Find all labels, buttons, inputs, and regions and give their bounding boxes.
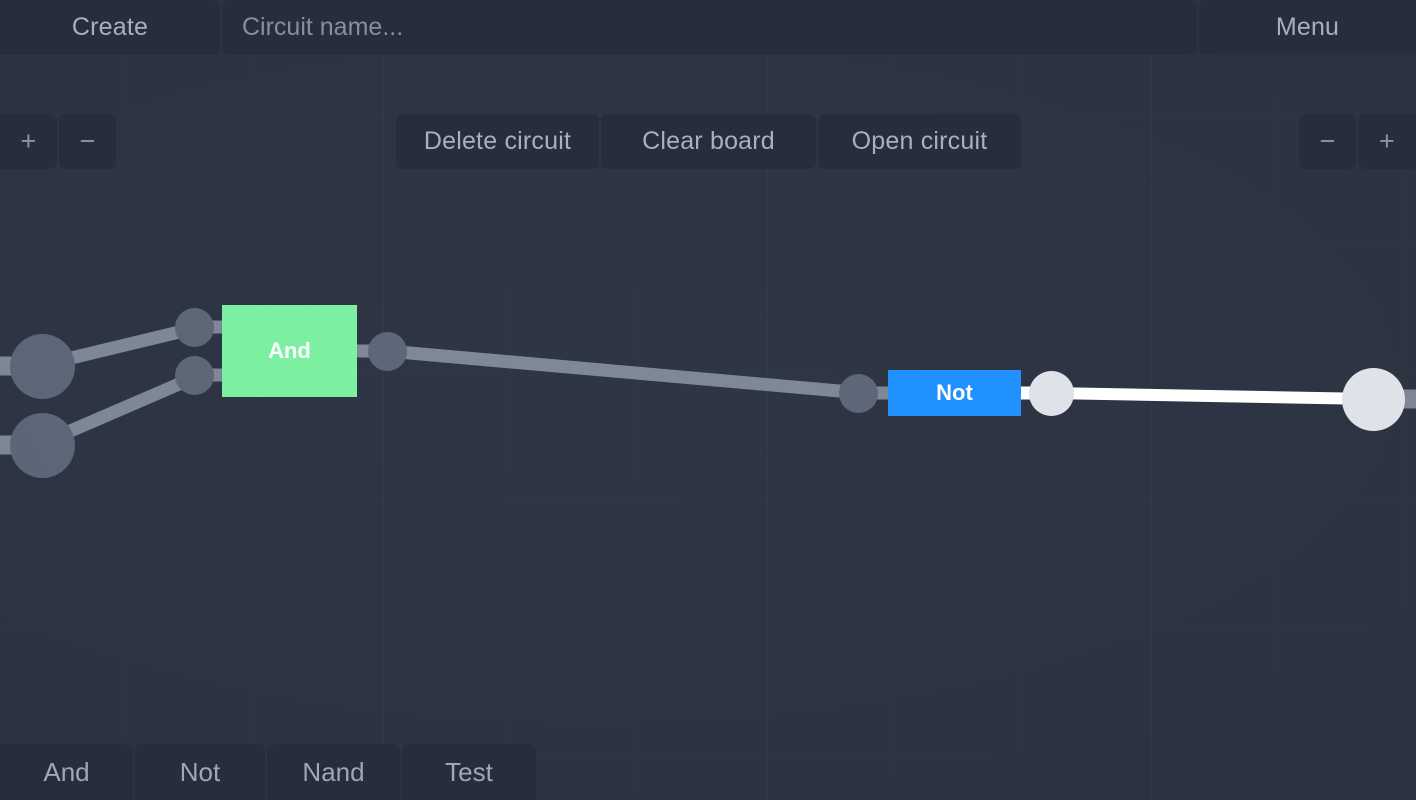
zoom-in-icon[interactable]: +: [0, 114, 57, 169]
delete-circuit-button[interactable]: Delete circuit: [396, 114, 599, 169]
gate-and-label: And: [268, 338, 311, 363]
palette-item-not[interactable]: Not: [135, 744, 265, 800]
top-toolbar: Create Menu: [0, 0, 1416, 55]
palette-item-nand[interactable]: Nand: [267, 744, 400, 800]
clear-board-button[interactable]: Clear board: [601, 114, 816, 169]
input-node-b[interactable]: [10, 413, 75, 478]
and-gate-input-pin-2[interactable]: [175, 356, 214, 395]
gate-not[interactable]: Not: [888, 370, 1021, 416]
not-gate-input-pin[interactable]: [839, 374, 878, 413]
scale-up-icon[interactable]: +: [1358, 114, 1416, 169]
palette-item-test[interactable]: Test: [402, 744, 536, 800]
menu-button[interactable]: Menu: [1199, 0, 1416, 55]
input-node-a[interactable]: [10, 334, 75, 399]
scale-down-icon[interactable]: −: [1299, 114, 1356, 169]
create-button[interactable]: Create: [0, 0, 220, 55]
palette-item-and[interactable]: And: [0, 744, 133, 800]
circuit-name-input[interactable]: [222, 0, 1197, 55]
not-gate-output-pin[interactable]: [1029, 371, 1074, 416]
gate-not-label: Not: [936, 380, 973, 405]
wire-and-to-not[interactable]: [386, 344, 863, 400]
open-circuit-button[interactable]: Open circuit: [818, 114, 1021, 169]
wire-not-to-output[interactable]: [1050, 387, 1374, 405]
and-gate-output-pin[interactable]: [368, 332, 407, 371]
and-gate-input-pin-1[interactable]: [175, 308, 214, 347]
gate-and[interactable]: And: [222, 305, 357, 397]
output-node[interactable]: [1342, 368, 1405, 431]
sub-toolbar: + − Delete circuit Clear board Open circ…: [0, 57, 1416, 169]
zoom-out-icon[interactable]: −: [59, 114, 116, 169]
